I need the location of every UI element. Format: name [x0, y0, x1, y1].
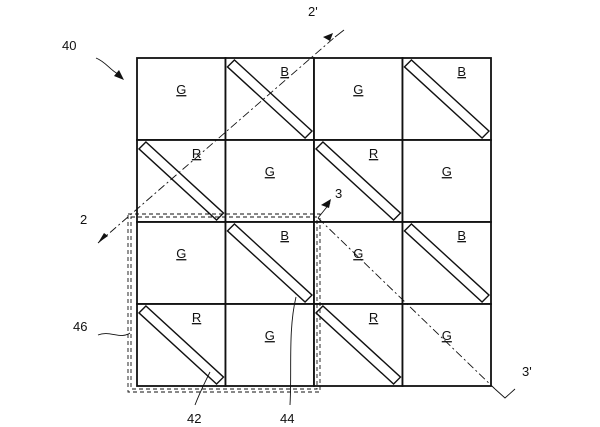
section-label-2: 2: [80, 212, 87, 227]
subpixel-color-label: G: [353, 82, 363, 97]
subpixel-color-label: R: [369, 310, 378, 325]
subpixel-cell: R: [137, 140, 226, 222]
section-label-3: 3: [335, 186, 342, 201]
subpixel-cell: B: [226, 58, 315, 140]
subpixel-border: [137, 58, 226, 140]
subpixel-cell: R: [314, 140, 403, 222]
subpixel-cell: G: [226, 304, 315, 386]
subpixel-color-label: G: [265, 164, 275, 179]
subpixel-color-label: B: [457, 228, 466, 243]
subpixel-cell: G: [314, 222, 403, 304]
subpixel-cell: G: [403, 140, 492, 222]
subpixel-color-label: B: [457, 64, 466, 79]
subpixel-color-label: G: [442, 328, 452, 343]
subpixel-cell: B: [226, 222, 315, 304]
section-label-3-prime: 3': [522, 364, 532, 379]
subpixel-color-label: G: [176, 82, 186, 97]
subpixel-border: [314, 222, 403, 304]
subpixel-color-label: R: [192, 146, 201, 161]
subpixel-cell: G: [314, 58, 403, 140]
section-label-2-prime: 2': [308, 4, 318, 19]
subpixel-cell: R: [137, 304, 226, 386]
subpixel-border: [137, 222, 226, 304]
subpixel-color-label: R: [192, 310, 201, 325]
subpixel-border: [314, 58, 403, 140]
subpixel-border: [226, 140, 315, 222]
subpixel-cell: B: [403, 222, 492, 304]
ref-46: 46: [73, 319, 87, 334]
pixel-grid: GBGBRGRGGBGBRGRG: [137, 58, 491, 386]
subpixel-color-label: G: [265, 328, 275, 343]
subpixel-color-label: G: [176, 246, 186, 261]
subpixel-color-label: B: [280, 64, 289, 79]
subpixel-border: [403, 140, 492, 222]
ref-42: 42: [187, 411, 201, 426]
ref-40: 40: [62, 38, 76, 53]
subpixel-border: [226, 304, 315, 386]
subpixel-cell: G: [226, 140, 315, 222]
subpixel-cell: B: [403, 58, 492, 140]
subpixel-color-label: B: [280, 228, 289, 243]
subpixel-border: [403, 304, 492, 386]
subpixel-color-label: G: [442, 164, 452, 179]
subpixel-cell: G: [137, 222, 226, 304]
ref-44: 44: [280, 411, 294, 426]
subpixel-cell: R: [314, 304, 403, 386]
subpixel-color-label: R: [369, 146, 378, 161]
subpixel-cell: G: [403, 304, 492, 386]
subpixel-cell: G: [137, 58, 226, 140]
